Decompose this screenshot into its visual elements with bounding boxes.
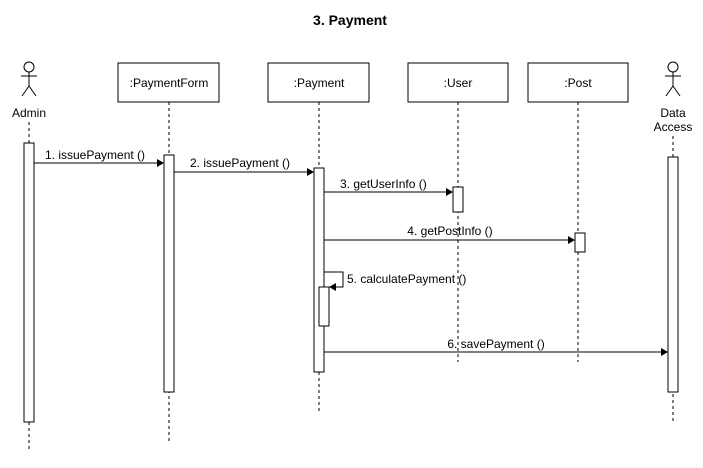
actor-dataaccess-right-leg	[672, 85, 681, 97]
participant-payment-box	[267, 62, 370, 103]
participant-post-box	[527, 62, 629, 103]
actor-dataaccess-head	[667, 61, 679, 73]
actor-admin-right-leg	[28, 85, 37, 97]
activation-post	[574, 232, 586, 253]
actor-admin-label: Admin	[12, 106, 46, 120]
participant-paymentform-label: :PaymentForm	[130, 76, 209, 90]
actor-dataaccess-left-leg	[665, 85, 674, 97]
participant-post: :Post	[527, 62, 629, 103]
participant-user: :User	[407, 62, 509, 103]
participant-user-box	[407, 62, 509, 103]
message-1: 1. issuePayment ()	[34, 148, 164, 167]
message-4: 4. getPostInfo ()	[324, 224, 575, 244]
message-3-arrowhead	[446, 188, 453, 196]
message-3: 3. getUserInfo ()	[324, 177, 453, 196]
participant-post-label: :Post	[564, 76, 592, 90]
activation-admin	[23, 142, 35, 423]
actor-admin-left-leg	[21, 85, 30, 97]
message-4-arrowhead	[568, 236, 575, 244]
message-1-label: 1. issuePayment ()	[45, 148, 145, 162]
actor-dataaccess-label-line-1: Data	[660, 106, 686, 120]
message-6: 6. savePayment ()	[324, 337, 668, 356]
actor-dataaccess-label-line-2: Access	[654, 120, 693, 134]
message-2: 2. issuePayment ()	[174, 156, 314, 176]
message-5-self: 5. calculatePayment ()	[324, 271, 466, 291]
activation-dataaccess	[667, 156, 679, 393]
actor-admin: Admin	[12, 61, 46, 120]
message-5-label: 5. calculatePayment ()	[347, 272, 466, 286]
message-6-label: 6. savePayment ()	[447, 337, 544, 351]
message-1-arrowhead	[157, 159, 164, 167]
activation-paymentform	[163, 154, 175, 393]
message-3-label: 3. getUserInfo ()	[340, 177, 427, 191]
activation-payment-self	[318, 286, 330, 327]
message-5-line	[324, 271, 344, 288]
message-2-label: 2. issuePayment ()	[190, 156, 290, 170]
diagram-title: 3. Payment	[313, 12, 387, 28]
participant-user-label: :User	[444, 76, 473, 90]
actor-admin-head	[23, 61, 35, 73]
participant-payment: :Payment	[267, 62, 370, 103]
message-6-arrowhead	[661, 348, 668, 356]
activation-user	[452, 186, 464, 213]
participant-paymentform: :PaymentForm	[117, 62, 220, 103]
participant-payment-label: :Payment	[294, 76, 345, 90]
message-2-arrowhead	[307, 168, 314, 176]
message-4-label: 4. getPostInfo ()	[407, 224, 492, 238]
message-5-arrowhead	[329, 283, 336, 291]
participant-paymentform-box	[117, 62, 220, 103]
actor-dataaccess: Data Access	[654, 61, 693, 134]
activation-payment	[313, 167, 325, 373]
